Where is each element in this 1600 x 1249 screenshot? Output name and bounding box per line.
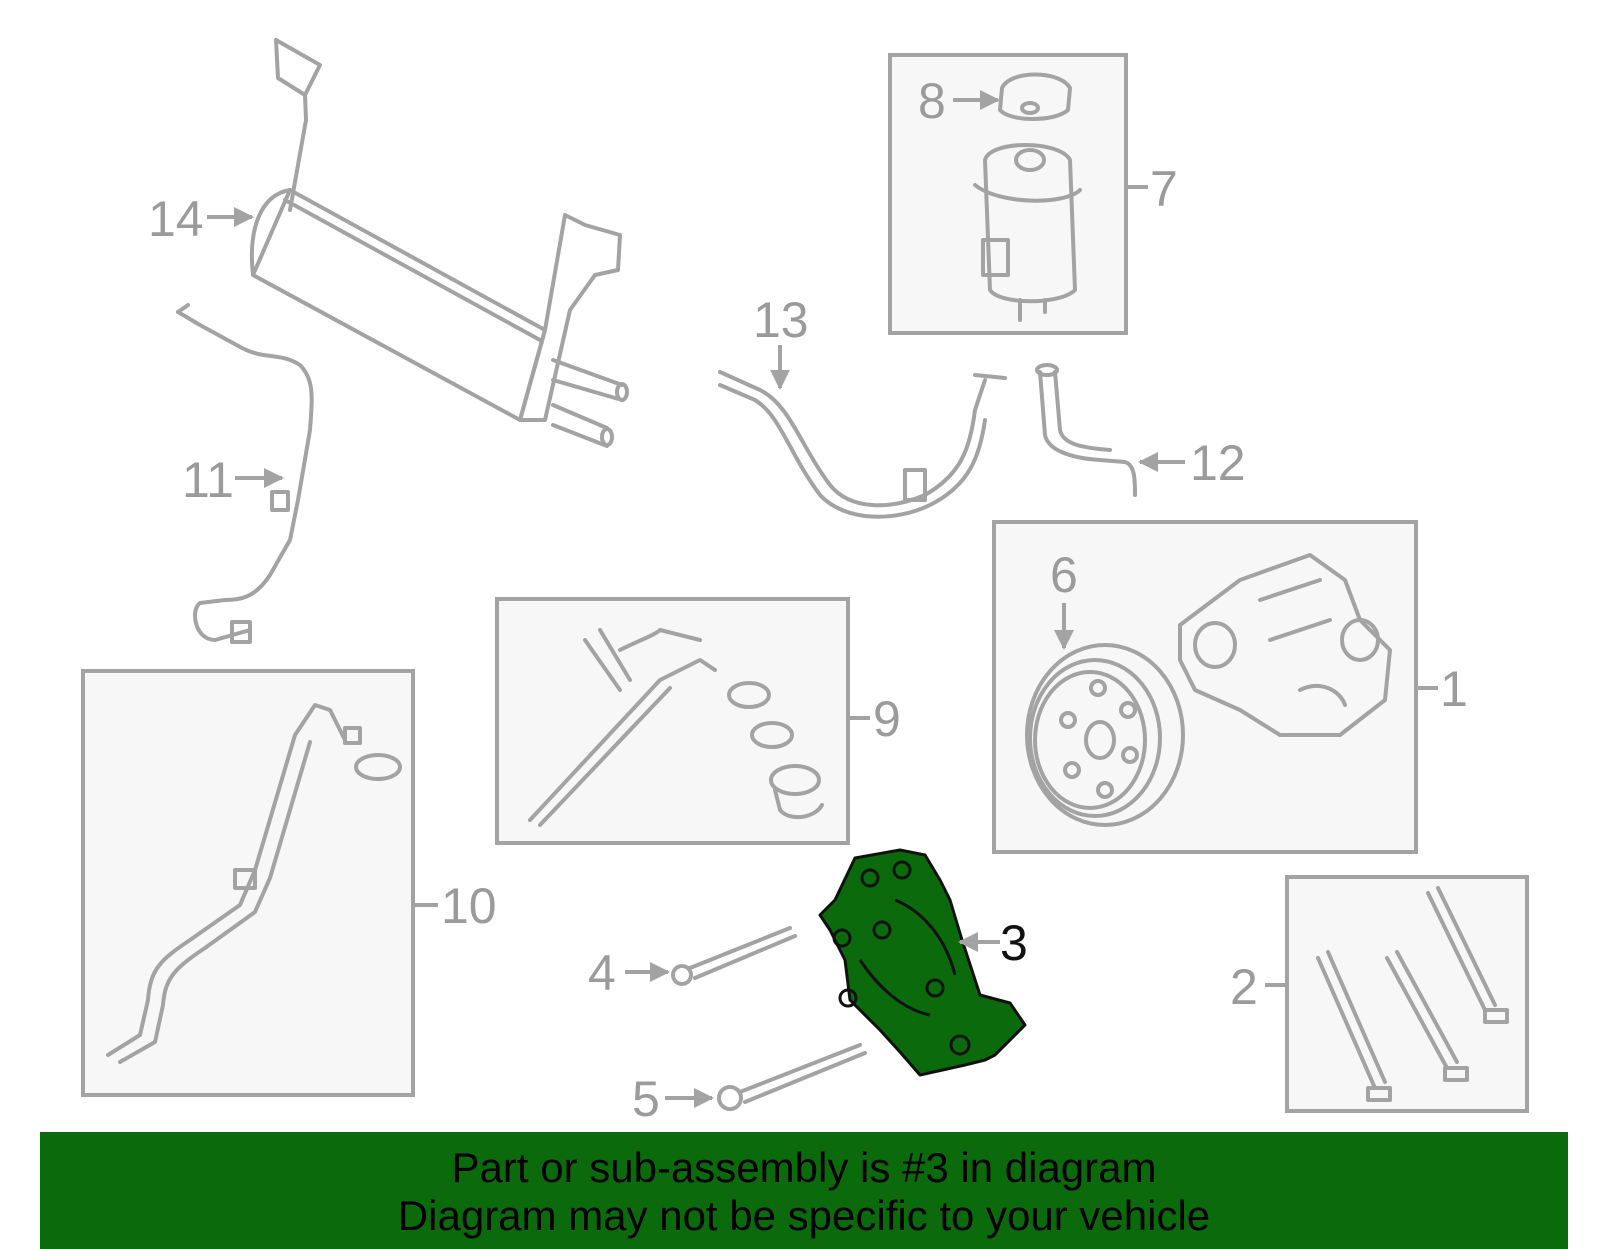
callout-2: 2 [1230,959,1258,1015]
callout-11: 11 [182,452,234,508]
callout-12: 12 [1190,435,1246,491]
part-1-power-steering-pump[interactable] [1178,553,1392,737]
part-5-bolt[interactable] [717,1043,867,1111]
callout-5: 5 [632,1071,660,1127]
box-9-line-kit [495,597,850,845]
callout-6: 6 [1050,547,1078,603]
part-12-hose[interactable] [1035,363,1137,497]
callout-4: 4 [588,945,616,1001]
part-2-bolts[interactable] [1316,886,1509,1102]
part-6-pulley[interactable] [1025,643,1185,827]
box-7-reservoir [888,53,1128,335]
banner-line-2: Diagram may not be specific to your vehi… [397,1192,1211,1239]
info-banner: Part or sub-assembly is #3 in diagram Di… [40,1132,1568,1249]
callout-1: 1 [1440,661,1468,717]
part-13-return-hose[interactable] [718,370,1007,519]
part-8-reservoir-cap[interactable] [998,72,1072,121]
callout-8: 8 [918,73,946,129]
callout-14: 14 [148,191,204,247]
part-4-bolt[interactable] [671,926,797,986]
part-7-reservoir[interactable] [973,143,1082,322]
part-10-pressure-hose[interactable] [106,703,402,1064]
callout-3: 3 [1000,915,1028,971]
banner-line-1: Part or sub-assembly is #3 in diagram [451,1144,1157,1191]
callout-7: 7 [1150,161,1178,217]
box-1-pump [992,520,1418,854]
callout-9: 9 [873,691,901,747]
leader-lines [207,90,1438,1108]
part-11-cooler-line[interactable] [176,303,314,644]
callout-13: 13 [753,292,809,348]
part-3-pump-bracket-highlighted[interactable] [818,848,1027,1077]
part-9-line-kit[interactable] [528,628,824,827]
callout-10: 10 [441,878,497,934]
part-14-oil-cooler[interactable] [249,38,629,448]
